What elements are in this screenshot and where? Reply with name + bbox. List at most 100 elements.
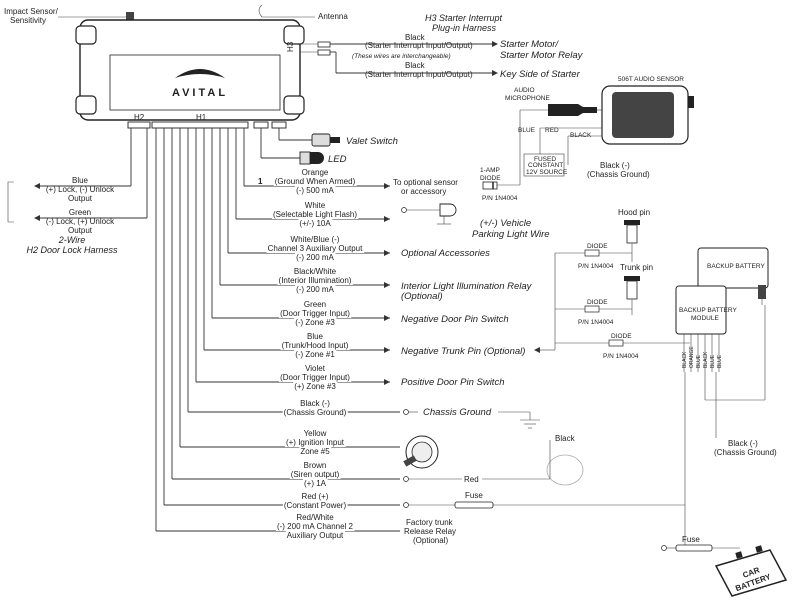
h1-wire-6-arrow (384, 347, 390, 353)
hood-pin-label: Hood pin (618, 208, 650, 217)
h1-wire-10-label-1: Brown (304, 461, 327, 470)
key-side-starter-label: Key Side of Starter (500, 69, 581, 80)
neg-trunk-pin-label: Negative Trunk Pin (Optional) (401, 346, 525, 357)
valet-switch-label: Valet Switch (346, 136, 398, 147)
mic-label-2: MICROPHONE (505, 95, 550, 102)
interior-relay-1: Interior Light Illumination Relay (401, 281, 533, 292)
h3-interchangeable: (These wires are interchangeable) (352, 53, 451, 60)
fused-3: 12V SOURCE (526, 169, 568, 176)
backup-module-icon (675, 285, 727, 335)
h1-wire-11-label-2: (Constant Power) (284, 501, 347, 510)
brand-label: AVITAL (172, 87, 228, 99)
h1-wire-4-arrow (384, 282, 390, 288)
factory-trunk-1: Factory trunk (406, 518, 454, 527)
fuse-label: Fuse (465, 491, 483, 500)
h1-wire-1-arrow (384, 183, 390, 189)
siren-icon (403, 440, 584, 486)
fused-1: FUSED (534, 156, 556, 163)
parking-light-1: (+/-) Vehicle (480, 218, 531, 229)
h1-wire-2-arrow (384, 216, 390, 222)
valet-switch-icon (311, 133, 331, 147)
hood-diode-pn: P/N 1N4004 (578, 263, 614, 270)
h1-pin-1-number: 1 (258, 177, 263, 186)
h1-wire-2-label-2: (Selectable Light Flash) (273, 210, 357, 219)
siren-black-label: Black (555, 434, 576, 443)
h2-blue-1: Blue (72, 176, 89, 185)
audio-sensor-label: 506T AUDIO SENSOR (618, 76, 684, 83)
h2-port-label: H2 (134, 113, 145, 122)
module-wire-label-2: ORANGE (689, 346, 695, 368)
module-wire-label-6: BLUE (717, 354, 723, 368)
h2-title-2: H2 Door Lock Harness (26, 245, 118, 255)
h3-harness-title-2: Plug-in Harness (432, 23, 497, 33)
h1-port-label: H1 (196, 113, 207, 122)
hood-diode-label: DIODE (587, 243, 608, 250)
h1-wire-4-label-1: Black/White (294, 267, 337, 276)
h1-wire-4-label-2: (Interior Illumination) (279, 276, 352, 285)
h1-wire-5-label-2: (Door Trigger Input) (280, 309, 350, 318)
module-ground-2: (Chassis Ground) (714, 448, 777, 457)
h1-wire-5-arrow (384, 315, 390, 321)
h1-wire-9-label-2: (+) Ignition Input (286, 438, 345, 447)
h1-wire-8-label-2: (Chassis Ground) (284, 408, 347, 417)
h2-green-3: Output (68, 226, 93, 235)
mic-label-1: AUDIO (514, 87, 535, 94)
antenna-icon (258, 4, 263, 18)
backup-module-label-1: BACKUP BATTERY (679, 307, 737, 314)
h1-wire-6-label-2: (Trunk/Hood Input) (282, 341, 349, 350)
h1-wire-group: Orange(Ground When Armed)(-) 500 mAWhite… (155, 128, 400, 540)
avital-logo (175, 69, 225, 78)
h2-green-2: (-) Lock, (+) Unlock (46, 217, 115, 226)
impact-sensor-label: Impact Sensor/ (4, 7, 59, 16)
module-diode-pn: P/N 1N4004 (603, 353, 639, 360)
h2-title-1: 2-Wire (58, 235, 85, 245)
sensitivity-label: Sensitivity (10, 16, 46, 25)
module-wire-label-4: BLACK (703, 351, 709, 368)
h1-wire-5-label-1: Green (304, 300, 326, 309)
interior-relay-2: (Optional) (401, 291, 443, 302)
antenna-label: Antenna (318, 12, 348, 21)
optional-sensor-2: or accessory (401, 187, 446, 196)
parking-light-2: Parking Light Wire (472, 229, 550, 240)
h1-wire-3-label-3: (-) 200 mA (296, 253, 334, 262)
h1-wire-2-label-1: White (305, 201, 326, 210)
module-wire-label-3: BLUE (696, 354, 702, 368)
h1-wire-7-label-2: (Door Trigger Input) (280, 373, 350, 382)
backup-module-label-2: MODULE (691, 315, 719, 322)
factory-trunk-3: (Optional) (413, 536, 448, 545)
impact-sensor-connector (126, 12, 134, 20)
fused-source-box (523, 153, 565, 177)
h3-harness-title-1: H3 Starter Interrupt (425, 13, 503, 23)
h1-wire-8-label-1: Black (-) (300, 399, 330, 408)
audio-sensor (601, 85, 694, 145)
h3-black2-color: Black (405, 61, 426, 70)
ignition-switch-icon (403, 435, 439, 469)
trunk-pin-label: Trunk pin (620, 263, 653, 272)
fused-2: CONSTANT (528, 162, 563, 169)
microphone-icon (548, 104, 597, 116)
optional-accessories-label: Optional Accessories (401, 248, 490, 259)
audio-wire-black: BLACK (570, 132, 592, 139)
led-label: LED (328, 154, 347, 165)
starter-motor-relay-label: Starter Motor Relay (500, 50, 584, 61)
battery-fuse-label: Fuse (682, 535, 700, 544)
h1-wire-3-arrow (384, 250, 390, 256)
module-ground-1: Black (-) (728, 439, 758, 448)
h3-black1-desc: (Starter Interrupt Input/Output) (365, 41, 473, 50)
trunk-diode-pn: P/N 1N4004 (578, 319, 614, 326)
h3-black1-color: Black (405, 33, 426, 42)
siren-red-label: Red (464, 475, 479, 484)
h1-wire-5-label-3: (-) Zone #3 (295, 318, 335, 327)
car-battery-icon (714, 545, 788, 597)
diode-label-2: DIODE (480, 175, 501, 182)
diode-pn: P/N 1N4004 (482, 195, 518, 202)
led-icon (299, 151, 311, 165)
audio-wire-red: RED (545, 127, 559, 134)
h1-wire-4-label-3: (-) 200 mA (296, 285, 334, 294)
light-bulb-icon (401, 203, 457, 225)
h1-wire-1-label-1: Orange (302, 168, 329, 177)
h1-wire-3-label-2: Channel 3 Auxiliary Output (268, 244, 364, 253)
hood-pin-icon (624, 220, 640, 262)
